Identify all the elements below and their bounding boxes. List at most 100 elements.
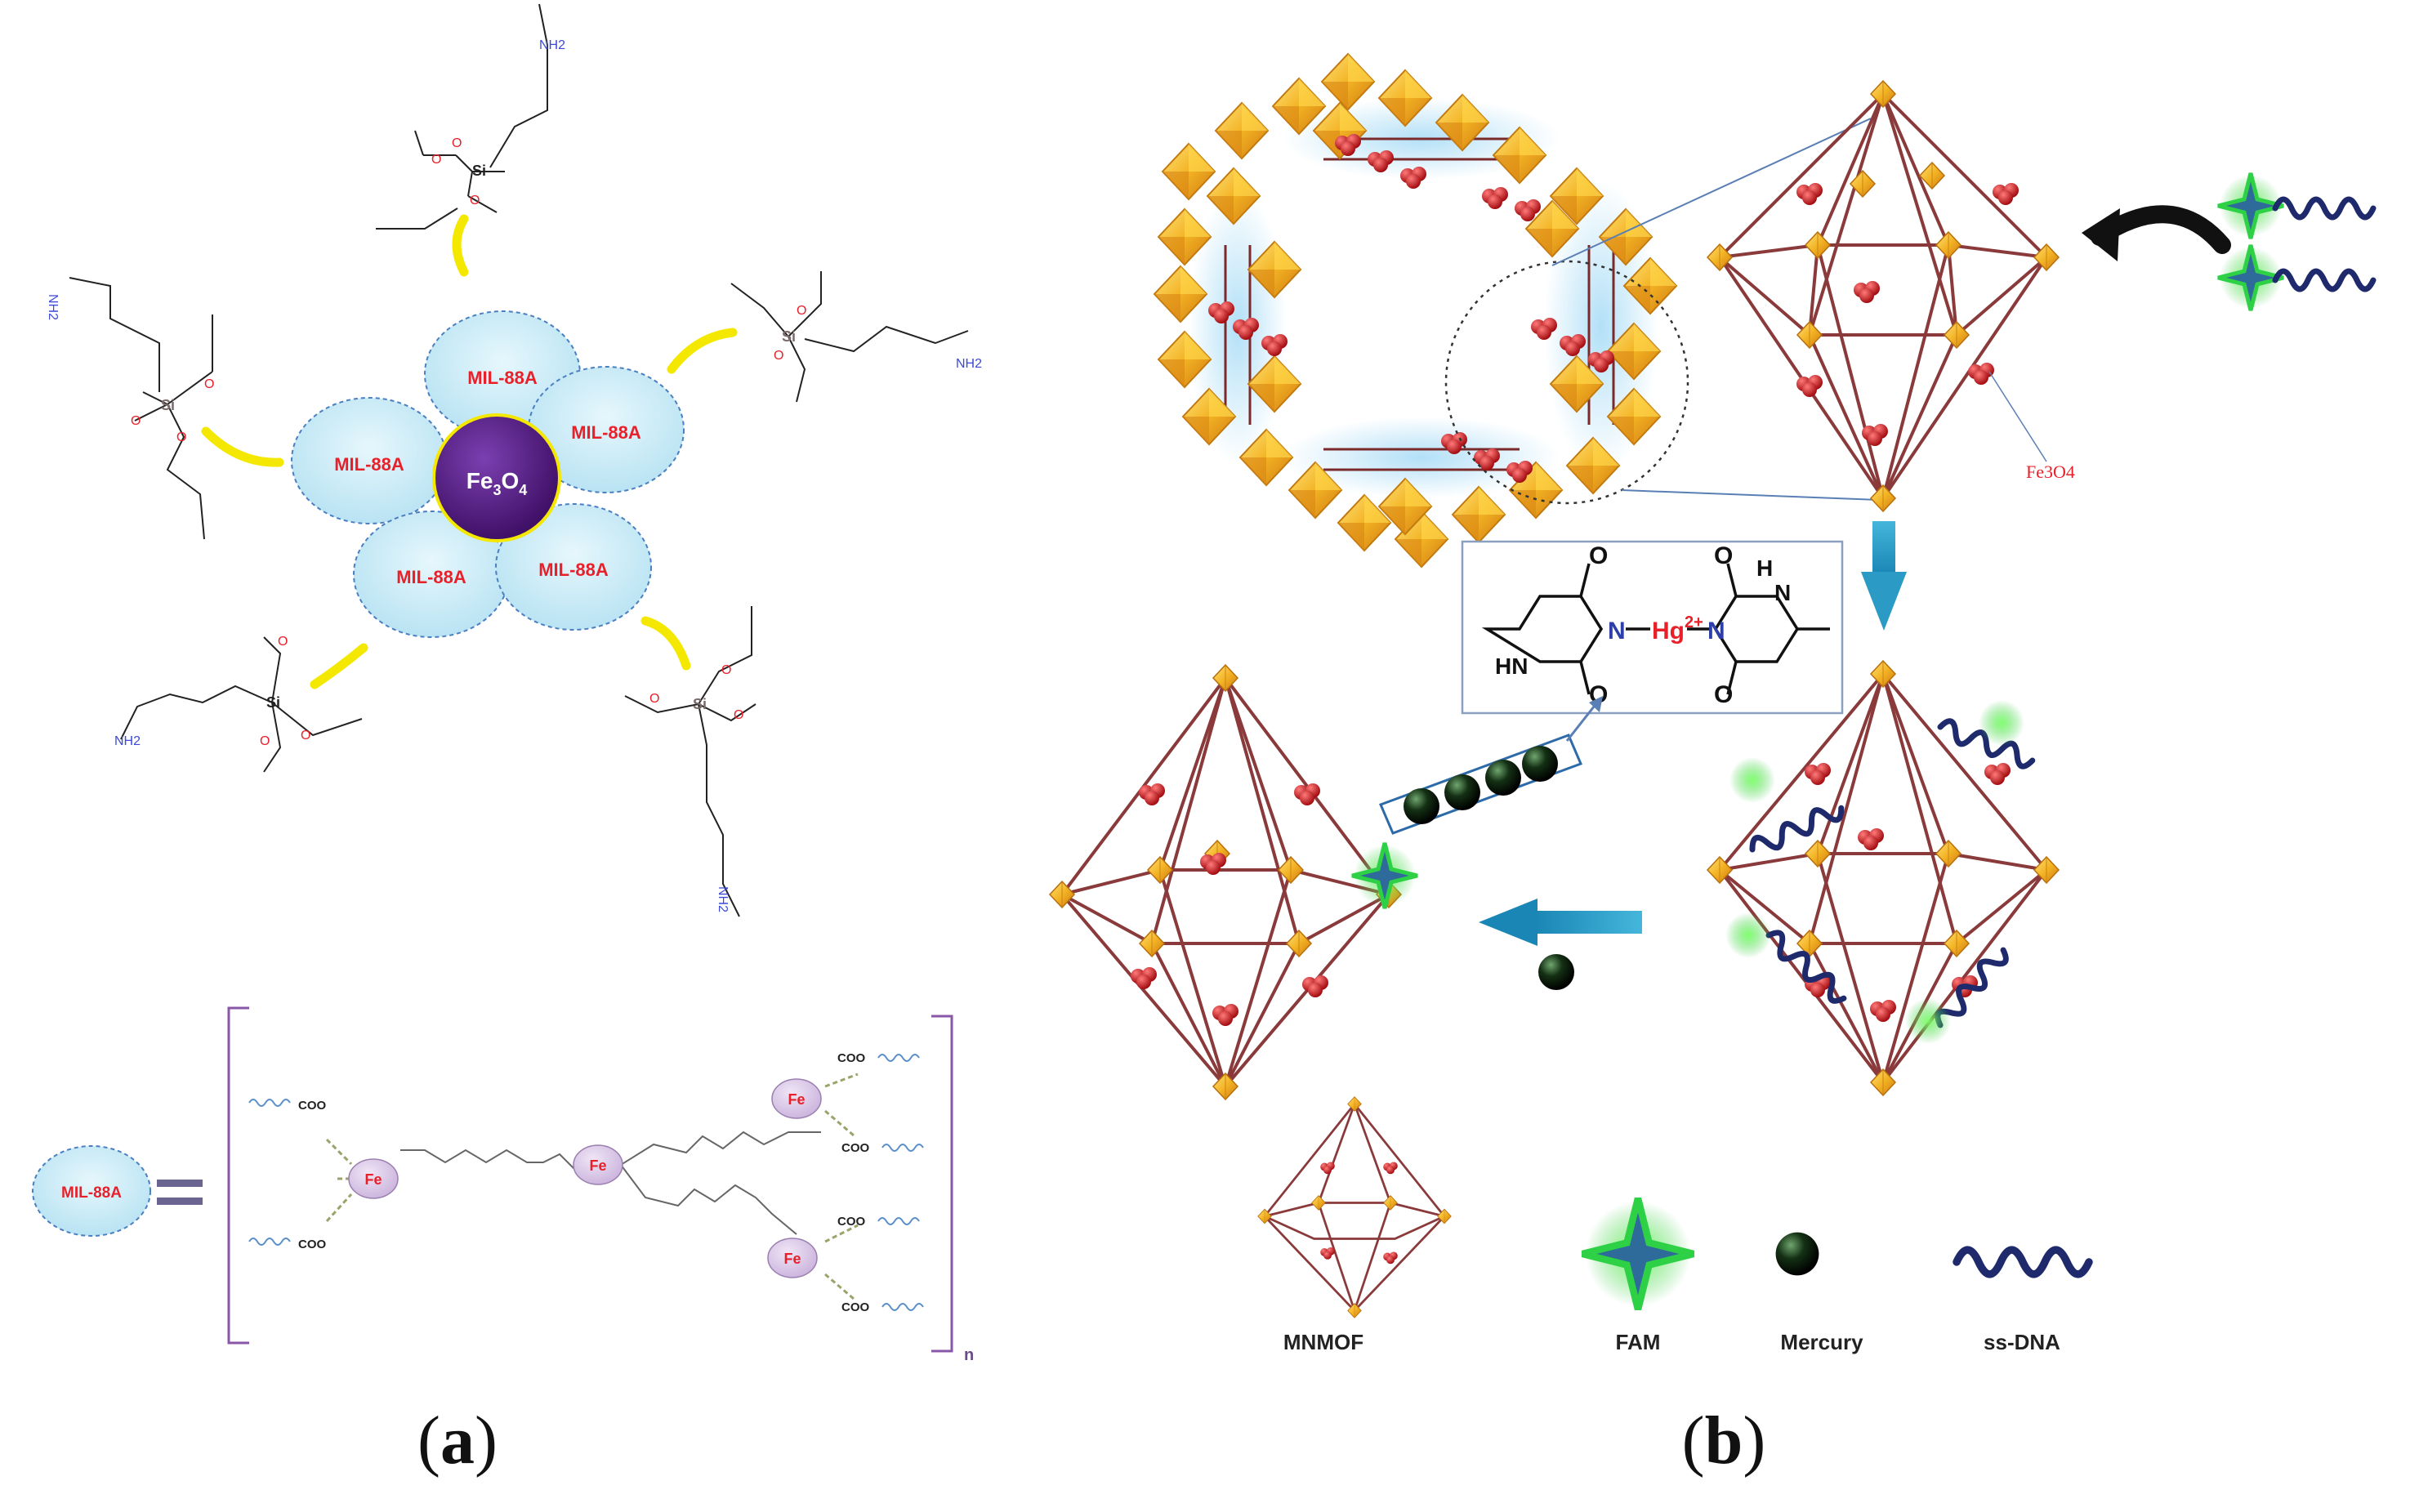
nh-right-h: H <box>1756 555 1773 581</box>
probe-1 <box>2218 173 2373 239</box>
coo-label: COO <box>837 1051 866 1065</box>
legend-fam-label: FAM <box>1616 1330 1661 1354</box>
core-sub3: 3 <box>493 482 501 498</box>
nh2-label: NH2 <box>716 886 730 912</box>
o-label: O <box>452 136 462 150</box>
fumarate-chain <box>325 1073 859 1300</box>
legend-ssdna-label: ss-DNA <box>1984 1330 2060 1354</box>
silane-bottom-left <box>120 636 363 773</box>
o-label: O <box>649 692 659 706</box>
o-label: O <box>734 708 743 722</box>
panel-a-label: (a) <box>335 1401 580 1480</box>
si-label: Si <box>472 163 486 179</box>
coo-groups: COO COO COO COO COO COO <box>298 1051 870 1314</box>
coo-label: COO <box>841 1141 870 1155</box>
si-label: Si <box>782 328 796 345</box>
callout-fe3o4: Fe3O4 <box>2026 462 2075 482</box>
paren-close: ) <box>475 1403 498 1479</box>
o-label: O <box>301 729 310 743</box>
linker-top <box>452 214 469 277</box>
fe-label: Fe <box>589 1157 606 1174</box>
paren-open: ( <box>1681 1403 1705 1479</box>
legend-mnmof-icon <box>1257 1096 1452 1318</box>
coo-label: COO <box>837 1215 866 1229</box>
mil88a-equation-lhs: MIL-88A <box>32 1145 151 1237</box>
svg-text:Fe3O4: Fe3O4 <box>2026 462 2075 482</box>
nh2-label: NH2 <box>46 294 60 320</box>
o-label: O <box>721 663 731 677</box>
si-label: Si <box>161 397 175 413</box>
o-label: O <box>278 635 288 649</box>
panel-letter: b <box>1704 1403 1743 1479</box>
nh-right-n: N <box>1774 580 1791 605</box>
n-left: N <box>1608 618 1626 644</box>
hg-symbol: Hg <box>1652 618 1685 644</box>
legend: MNMOF FAM Mercury ss-DNA <box>1257 1096 2089 1354</box>
o-label: O <box>431 153 441 167</box>
t-hg-t-complex: O O HN N Hg2+ N O O H N <box>1461 540 1844 715</box>
left-arrow <box>1479 899 1642 946</box>
paren-open: ( <box>417 1403 440 1479</box>
fe3o4-core: Fe3O4 <box>432 413 561 542</box>
yellow-linkers <box>201 214 738 689</box>
mercury-ball-arrow <box>1538 954 1574 990</box>
legend-mercury-label: Mercury <box>1780 1330 1863 1354</box>
o-label: O <box>131 414 141 428</box>
fe-label: Fe <box>783 1251 801 1267</box>
svg-text:Fe3O4: Fe3O4 <box>466 468 528 498</box>
si-label: Si <box>693 696 707 712</box>
o-label: O <box>260 734 270 748</box>
si-label: Si <box>266 694 280 711</box>
linker-lower-left <box>310 643 368 689</box>
coo-label: COO <box>298 1238 327 1251</box>
nh2-label: NH2 <box>956 357 982 371</box>
o-label: O <box>797 304 806 318</box>
hg-charge: 2+ <box>1685 613 1703 631</box>
petal-label: MIL-88A <box>334 454 404 475</box>
fe-label: Fe <box>364 1171 382 1188</box>
mil88a-petal-right: MIL-88A <box>528 366 685 493</box>
linker-lower-right <box>640 616 691 671</box>
legend-mercury-icon <box>1775 1232 1819 1276</box>
legend-mnmof-label: MNMOF <box>1283 1330 1363 1354</box>
probe-tube <box>1352 696 1603 908</box>
mof-lattice <box>1154 53 1880 568</box>
fe3o4-callout: Fe3O4 <box>2026 462 2075 482</box>
o-label: O <box>204 377 214 391</box>
fe-center-4: Fe <box>767 1238 818 1278</box>
petal-label: MIL-88A <box>467 368 538 388</box>
o-label: O <box>774 349 783 363</box>
o-top-right: O <box>1714 542 1733 569</box>
coo-label: COO <box>298 1099 327 1113</box>
probe-2 <box>2218 245 2373 310</box>
o-label: O <box>470 194 480 207</box>
equation-lhs-label: MIL-88A <box>61 1184 122 1202</box>
fe-label: Fe <box>788 1091 805 1108</box>
linker-left <box>201 426 284 467</box>
nh2-label: NH2 <box>539 38 565 52</box>
petal-label: MIL-88A <box>538 560 609 580</box>
down-arrow <box>1861 521 1907 631</box>
hn-label: HN <box>1495 653 1528 679</box>
fe-center-3: Fe <box>771 1078 822 1119</box>
o-bottom-right: O <box>1714 681 1733 708</box>
core-fe: Fe <box>466 468 493 493</box>
repeat-subscript: n <box>964 1346 974 1364</box>
fe-center-1: Fe <box>348 1158 399 1199</box>
coo-label: COO <box>841 1300 870 1314</box>
mil88a-petal-left: MIL-88A <box>291 397 448 524</box>
fe-center-2: Fe <box>573 1144 623 1185</box>
mnmof-frame-top-right <box>1707 80 2060 512</box>
mnmof-with-dna <box>1707 660 2060 1096</box>
silane-left <box>69 277 213 540</box>
core-sub4: 4 <box>519 482 527 498</box>
mnmof-with-fam-hg <box>1049 664 1402 1100</box>
left-bracket <box>227 1006 249 1345</box>
panel-a: MIL-88A MIL-88A MIL-88A MIL-88A MIL-88A … <box>32 3 982 1364</box>
core-o: O <box>501 468 519 493</box>
right-bracket <box>931 1015 953 1353</box>
silane-right <box>730 271 969 403</box>
curved-arrow <box>2082 205 2231 261</box>
panel-letter: a <box>440 1403 475 1479</box>
